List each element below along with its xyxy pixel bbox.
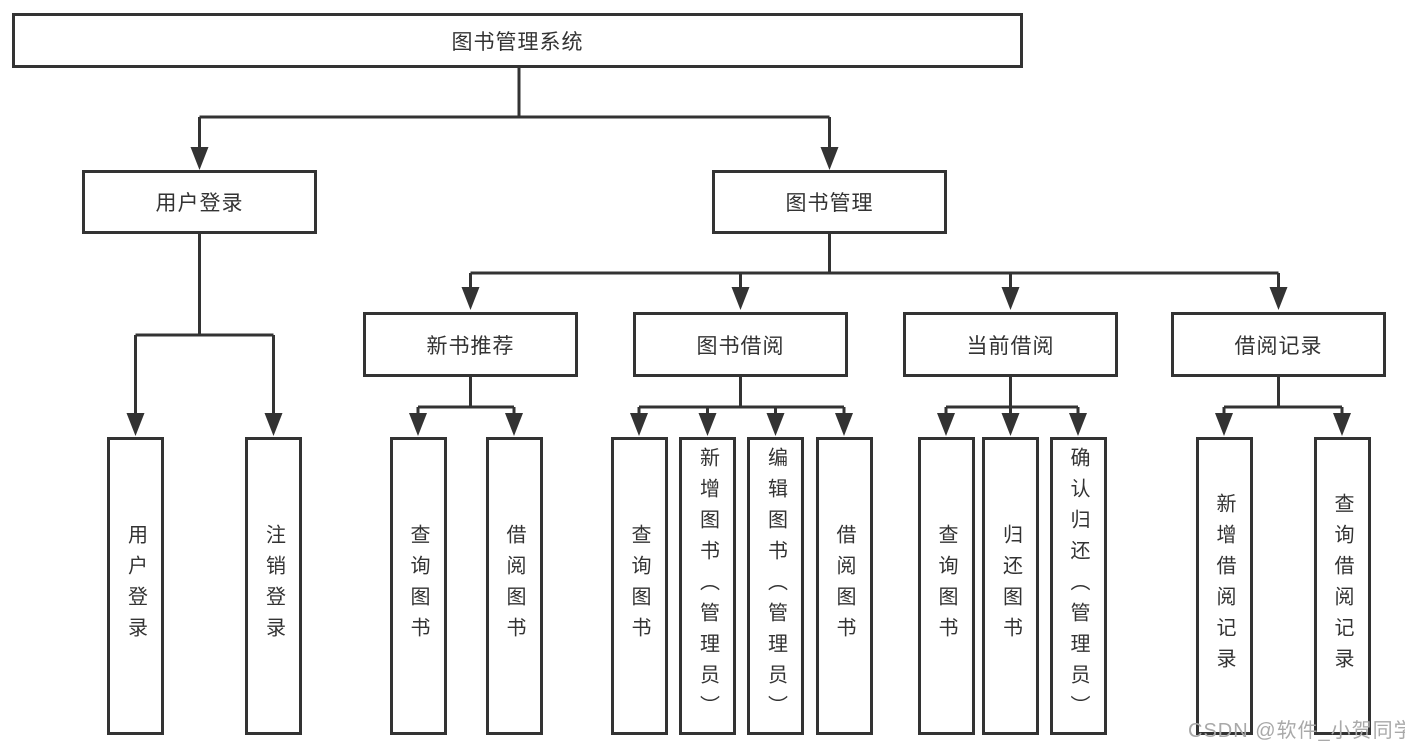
- node-label: 查询图书: [935, 524, 957, 648]
- node-label: 新书推荐: [426, 334, 515, 358]
- node-label: 新增图书（管理员）: [696, 446, 719, 726]
- edge-lines: [134, 68, 1344, 416]
- node-borrow-record: 借阅记录: [1171, 312, 1386, 377]
- node-label: 借阅图书: [833, 524, 855, 648]
- edge-root-to-level2: [198, 68, 831, 150]
- edge-userlogin-to-leaves: [134, 234, 275, 416]
- edge-bookborrow-to-leaves: [637, 377, 846, 416]
- node-label: 查询图书: [628, 524, 650, 648]
- node-current-borrow: 当前借阅: [903, 312, 1118, 377]
- node-book-borrow: 图书借阅: [633, 312, 848, 377]
- arrowhead-icons: [126, 147, 1351, 436]
- edge-currentborrow-to-leaves: [944, 377, 1080, 416]
- leaf-add-book-admin: 新增图书（管理员）: [679, 437, 736, 735]
- node-label: 确认归还（管理员）: [1067, 446, 1089, 726]
- leaf-user-login: 用户登录: [107, 437, 164, 735]
- node-label: 图书管理系统: [451, 30, 584, 54]
- leaf-confirm-return-admin: 确认归还（管理员）: [1049, 437, 1107, 735]
- node-book-management: 图书管理: [712, 170, 947, 234]
- node-label: 图书管理: [785, 192, 874, 215]
- edge-borrowrecord-to-leaves: [1222, 377, 1344, 416]
- edge-newbook-to-leaves: [416, 377, 516, 416]
- leaf-borrow-book: 借阅图书: [815, 437, 873, 735]
- leaf-current-query-book: 查询图书: [917, 437, 975, 735]
- leaf-add-borrow-record: 新增借阅记录: [1195, 437, 1253, 735]
- node-label: 借阅记录: [1234, 334, 1323, 358]
- leaf-borrow-query-book: 查询图书: [610, 437, 668, 735]
- node-label: 用户登录: [155, 192, 244, 215]
- node-new-book-recommend: 新书推荐: [363, 312, 578, 377]
- node-label: 用户登录: [124, 524, 147, 648]
- leaf-logout: 注销登录: [245, 437, 302, 735]
- node-label: 新增借阅记录: [1213, 493, 1235, 679]
- leaf-edit-book-admin: 编辑图书（管理员）: [747, 437, 804, 735]
- node-label: 查询借阅记录: [1331, 493, 1353, 679]
- node-label: 归还图书: [999, 524, 1022, 648]
- leaf-newrec-borrow-book: 借阅图书: [485, 437, 543, 735]
- leaf-return-book: 归还图书: [982, 437, 1039, 735]
- node-label: 查询图书: [407, 524, 429, 648]
- edge-bookmgmt-to-level3: [469, 234, 1280, 290]
- csdn-watermark: CSDN @软件_小贺同学: [1188, 720, 1405, 742]
- leaf-newrec-query-book: 查询图书: [389, 437, 447, 735]
- node-label: 编辑图书（管理员）: [764, 446, 787, 726]
- node-label: 当前借阅: [966, 334, 1055, 358]
- arrow-down-icon: [126, 147, 1351, 436]
- node-user-login: 用户登录: [82, 170, 317, 234]
- node-label: 注销登录: [262, 524, 285, 648]
- node-root-library-system: 图书管理系统: [12, 13, 1023, 68]
- node-label: 图书借阅: [696, 334, 785, 358]
- leaf-query-borrow-record: 查询借阅记录: [1313, 437, 1371, 735]
- node-label: 借阅图书: [503, 524, 525, 648]
